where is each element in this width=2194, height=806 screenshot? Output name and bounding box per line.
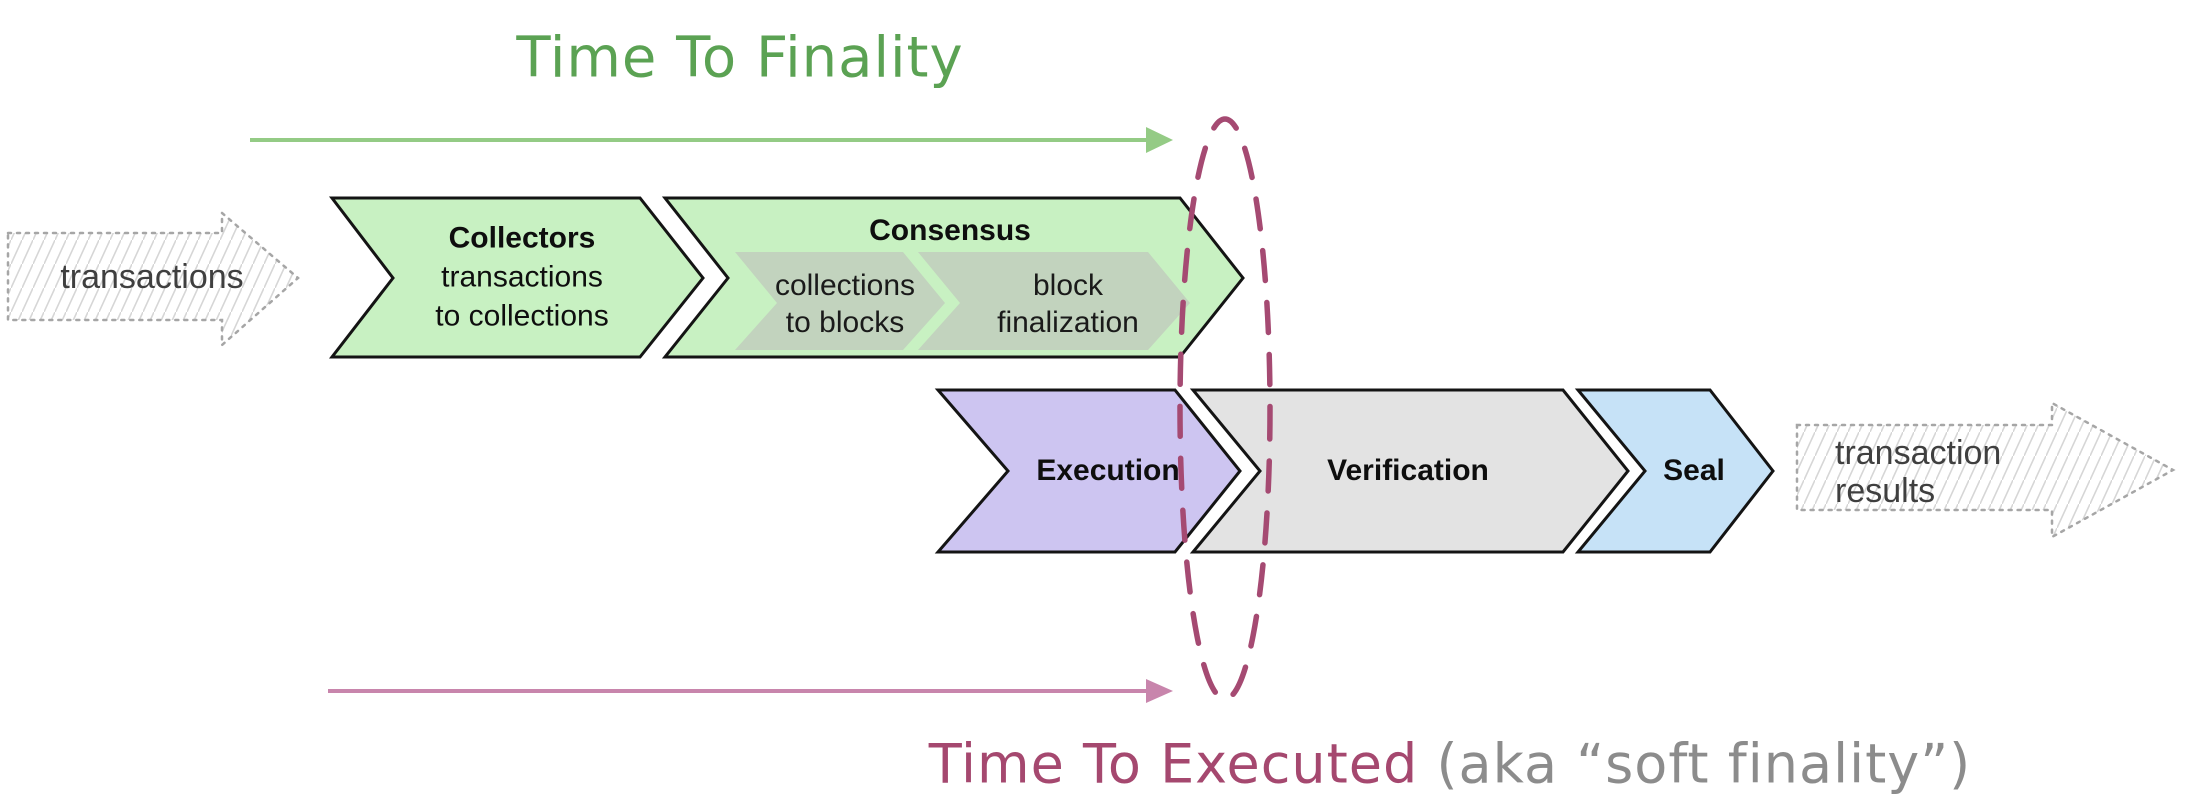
collectors-subtitle-line2: to collections [435, 299, 609, 333]
consensus-sub-chevron-collections-to-blocks [735, 252, 945, 350]
time-to-finality-arrowhead [1146, 127, 1173, 153]
transactions-input-arrow-shape [6, 210, 300, 348]
seal-title: Seal [1663, 454, 1725, 487]
verification-chevron [1189, 388, 1630, 554]
consensus-title: Consensus [869, 214, 1031, 247]
transaction-results-line2: results [1835, 472, 1936, 510]
verification-title: Verification [1327, 454, 1489, 487]
consensus-sub-chevron-block-finalization [918, 252, 1190, 350]
collectors-subtitle-line1: transactions [441, 260, 603, 294]
soft-finality-note: (aka “soft finality”) [1418, 732, 1972, 796]
time-to-finality-title: Time To Finality [516, 25, 964, 91]
block-finalization-label: block finalization [997, 267, 1139, 341]
collections-to-blocks-label: collections to blocks [775, 267, 915, 341]
soft-finality-ellipse [1177, 116, 1273, 702]
transaction-results-output-arrow-shape [1795, 400, 2176, 540]
block-finalization-line1: block [1032, 269, 1104, 302]
transaction-results-line1: transaction [1835, 434, 2002, 472]
transaction-results-output-label: transaction results [1835, 434, 2001, 510]
time-to-executed-title: Time To Executed (aka “soft finality”) [929, 733, 1972, 796]
execution-title: Execution [1036, 454, 1180, 487]
collections-to-blocks-line2: to blocks [785, 306, 905, 339]
collectors-stage-label: Collectors transactions to collections [435, 219, 608, 336]
time-to-executed-text: Time To Executed [928, 732, 1419, 796]
execution-chevron [934, 388, 1242, 554]
transactions-input-label: transactions [60, 258, 244, 296]
collectors-title: Collectors [448, 221, 596, 255]
time-to-executed-arrowhead [1146, 679, 1173, 703]
collectors-chevron [328, 196, 705, 359]
collections-to-blocks-line1: collections [774, 269, 916, 302]
block-finalization-line2: finalization [997, 306, 1139, 339]
seal-chevron [1574, 388, 1775, 554]
